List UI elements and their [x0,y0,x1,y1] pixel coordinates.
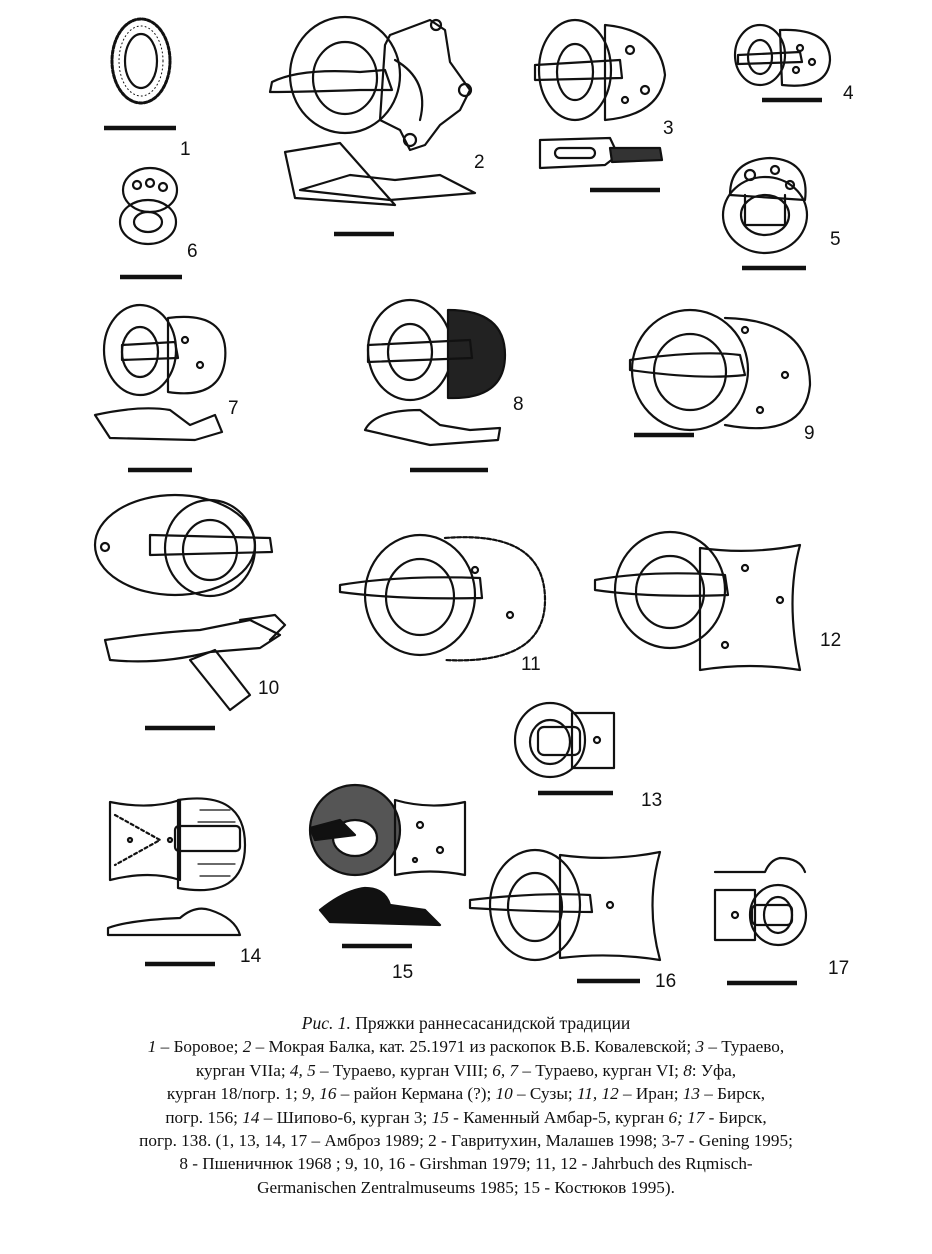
caption-item-number: 2 [242,1037,252,1057]
caption-line: 8 - Пшеничнюк 1968 ; 9, 10, 16 - Girshma… [8,1152,924,1175]
caption-figure-ref: Рис. 1. [301,1013,351,1033]
caption-line: погр. 156; 14 – Шипово-6, курган 3; 15 -… [8,1106,924,1129]
caption-text: – Тураево, [704,1037,785,1057]
buckle-9-drawing [628,308,812,432]
caption-text: 8 - Пшеничнюк 1968 ; 9, 10, 16 - Girshma… [179,1154,753,1174]
caption-title: Рис. 1. Пряжки раннесасанидской традиции [8,1012,924,1035]
caption-item-number: 13 [682,1084,700,1104]
caption-item-number: 14 [242,1107,260,1127]
buckle-17-drawing [713,856,808,947]
caption-line: погр. 138. (1, 13, 14, 17 – Амброз 1989;… [8,1129,924,1152]
label-17: 17 [828,958,850,979]
buckle-2-drawing [268,15,477,207]
caption-item-number: 8 [683,1060,692,1080]
caption-line: курган 18/погр. 1; 9, 16 – район Кермана… [8,1082,924,1105]
label-2: 2 [474,152,485,173]
caption-text: Germanischen Zentralmuseums 1985; 15 - К… [257,1177,675,1197]
caption-item-number: 10 [495,1084,513,1104]
caption-item-number: 3 [695,1037,705,1057]
caption-text: курган VIIa; [195,1060,290,1080]
label-15: 15 [392,962,414,983]
caption-text: погр. 138. (1, 13, 14, 17 – Амброз 1989;… [139,1131,793,1151]
buckle-7-drawing [93,303,227,442]
buckle-8-drawing [363,298,507,447]
label-12: 12 [820,630,842,651]
buckle-14-drawing [106,797,247,937]
caption-text: : Уфа, [691,1060,737,1080]
label-10: 10 [258,678,280,699]
label-9: 9 [804,423,815,444]
caption-text: - Бирск, [704,1107,767,1127]
caption-text: – Иран; [618,1084,683,1104]
caption-text: – Шипово-6, курган 3; [259,1107,432,1127]
caption-item-number: 9, 16 [302,1084,337,1104]
caption-text: – Сузы; [512,1084,577,1104]
caption-item-number: 11, 12 [576,1084,619,1104]
caption-title-text: Пряжки раннесасанидской традиции [355,1013,631,1033]
caption-line: курган VIIa; 4, 5 – Тураево, курган VIII… [8,1059,924,1082]
caption-line: 1 – Боровое; 2 – Мокрая Балка, кат. 25.1… [8,1035,924,1058]
label-8: 8 [513,394,524,415]
figure-caption: Рис. 1. Пряжки раннесасанидской традиции… [8,1012,924,1199]
caption-item-number: 6; [668,1107,683,1127]
caption-item-number: 15 [431,1107,449,1127]
caption-text: погр. 156; [165,1107,243,1127]
label-1: 1 [180,139,191,160]
buckle-12-drawing [593,530,802,672]
buckle-4-drawing [733,23,832,87]
caption-text: – Тураево, курган VIII; [315,1060,493,1080]
label-7: 7 [228,398,239,419]
buckle-6-drawing [118,166,179,246]
buckle-3-drawing [533,18,667,170]
caption-text: - Каменный Амбар-5, курган [448,1107,669,1127]
label-13: 13 [641,790,663,811]
caption-text: курган 18/погр. 1; [166,1084,303,1104]
buckle-1-drawing [110,17,172,105]
label-4: 4 [843,83,854,104]
label-6: 6 [187,241,198,262]
buckle-10-drawing [93,493,287,712]
label-16: 16 [655,971,677,992]
figure-plate [93,15,832,986]
caption-text: – Мокрая Балка, кат. 25.1971 из раскопок… [251,1037,696,1057]
buckle-13-drawing [513,701,616,779]
buckle-11-drawing [338,533,547,662]
label-3: 3 [663,118,674,139]
buckle-5-drawing [721,156,809,255]
buckle-16-drawing [468,848,662,962]
caption-text: – Боровое; [156,1037,243,1057]
caption-item-number: 1 [147,1037,157,1057]
label-5: 5 [830,229,841,250]
caption-item-number: 17 [687,1107,705,1127]
caption-text: – Тураево, курган VI; [518,1060,684,1080]
scale-bars [104,97,822,986]
caption-text: – Бирск, [699,1084,766,1104]
label-14: 14 [240,946,262,967]
caption-item-number: 4, 5 [289,1060,316,1080]
caption-line: Germanischen Zentralmuseums 1985; 15 - К… [8,1176,924,1199]
buckle-15-drawing [308,783,467,927]
label-11: 11 [521,654,541,675]
caption-item-number: 6, 7 [492,1060,519,1080]
caption-text: – район Кермана (?); [336,1084,496,1104]
